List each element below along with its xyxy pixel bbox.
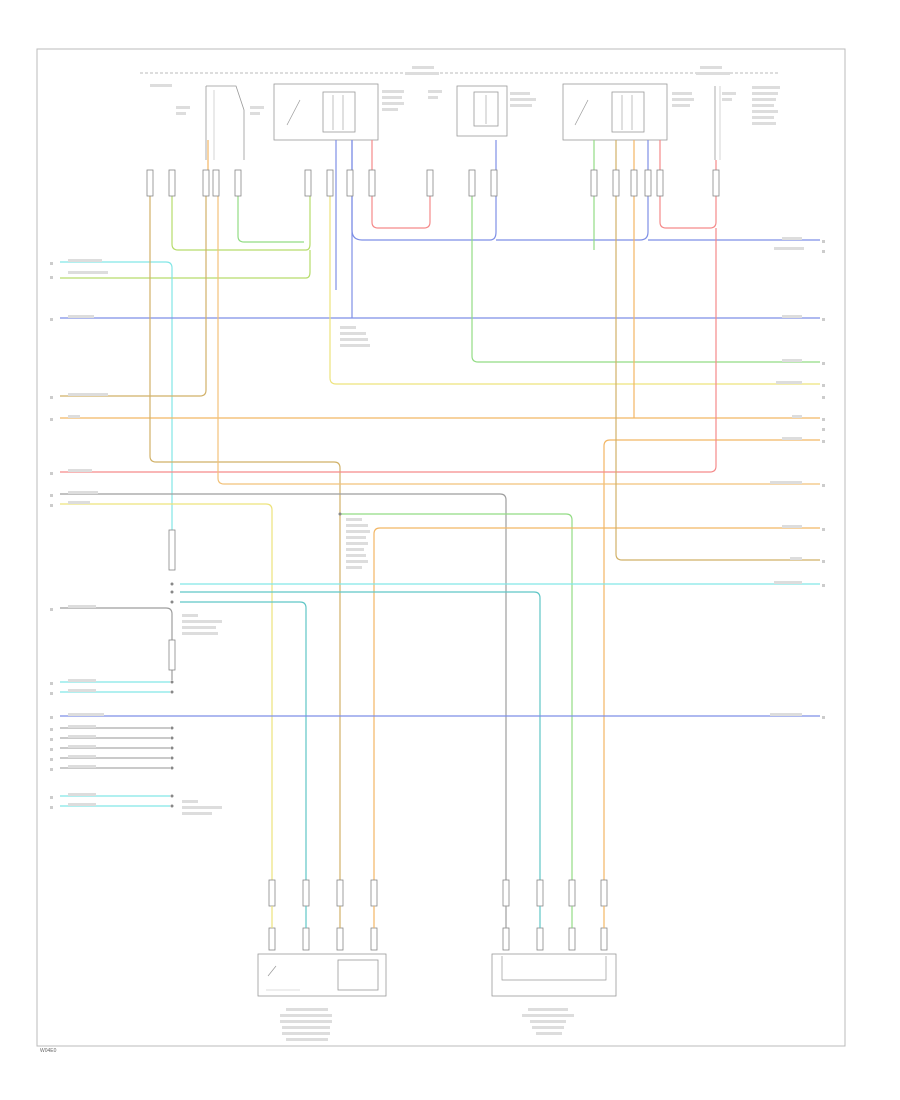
wire-tan-560	[615, 140, 820, 561]
top-labels	[150, 66, 780, 125]
splice-connector-left-2	[168, 639, 176, 671]
wire-yellow-504	[60, 503, 273, 880]
wire-green-362	[471, 170, 820, 363]
wire-orange-484	[217, 170, 820, 485]
wire-gray-608	[60, 607, 173, 680]
fuse-right	[714, 86, 721, 160]
pin-numbers	[50, 240, 825, 809]
wire-tan-396	[60, 170, 207, 397]
fuse-left	[205, 85, 245, 160]
wire-blue-center-drop	[335, 140, 353, 318]
bottom-connectors	[268, 879, 608, 951]
left-wire-labels	[68, 259, 108, 806]
sensor-wire-stubs	[271, 906, 605, 928]
relay-block-left	[273, 83, 379, 141]
wire-red-top-right	[659, 140, 717, 229]
relay-block-center	[456, 85, 508, 137]
wire-red-472	[60, 228, 717, 473]
oxygen-sensor-right	[491, 953, 617, 997]
splice-connector-left	[168, 529, 176, 571]
diagram-frame	[36, 48, 846, 1047]
wire-cyan-row1	[60, 261, 173, 560]
top-connectors	[146, 169, 720, 197]
wire-yellow-384	[329, 170, 820, 385]
wire-orange-528	[373, 527, 820, 880]
wire-green-514	[340, 513, 573, 880]
right-wire-labels	[770, 237, 804, 716]
junction-dots	[170, 512, 342, 808]
wire-teal-602	[180, 601, 307, 880]
wire-tan-left-loop	[149, 170, 341, 880]
relay-block-right	[562, 83, 668, 141]
wire-teal-592	[180, 591, 541, 880]
wire-lime-harness	[171, 170, 311, 251]
wire-orange-440	[603, 439, 820, 880]
diagram-id: W04E0	[40, 1048, 57, 1054]
wire-green-harness	[237, 170, 304, 243]
component-notes	[182, 326, 574, 1041]
wire-gray-494	[60, 493, 507, 880]
oxygen-sensor-left	[257, 953, 387, 997]
wire-red-top	[371, 140, 431, 229]
wire-lime-output	[60, 250, 311, 279]
wire-blue-top	[351, 140, 820, 241]
